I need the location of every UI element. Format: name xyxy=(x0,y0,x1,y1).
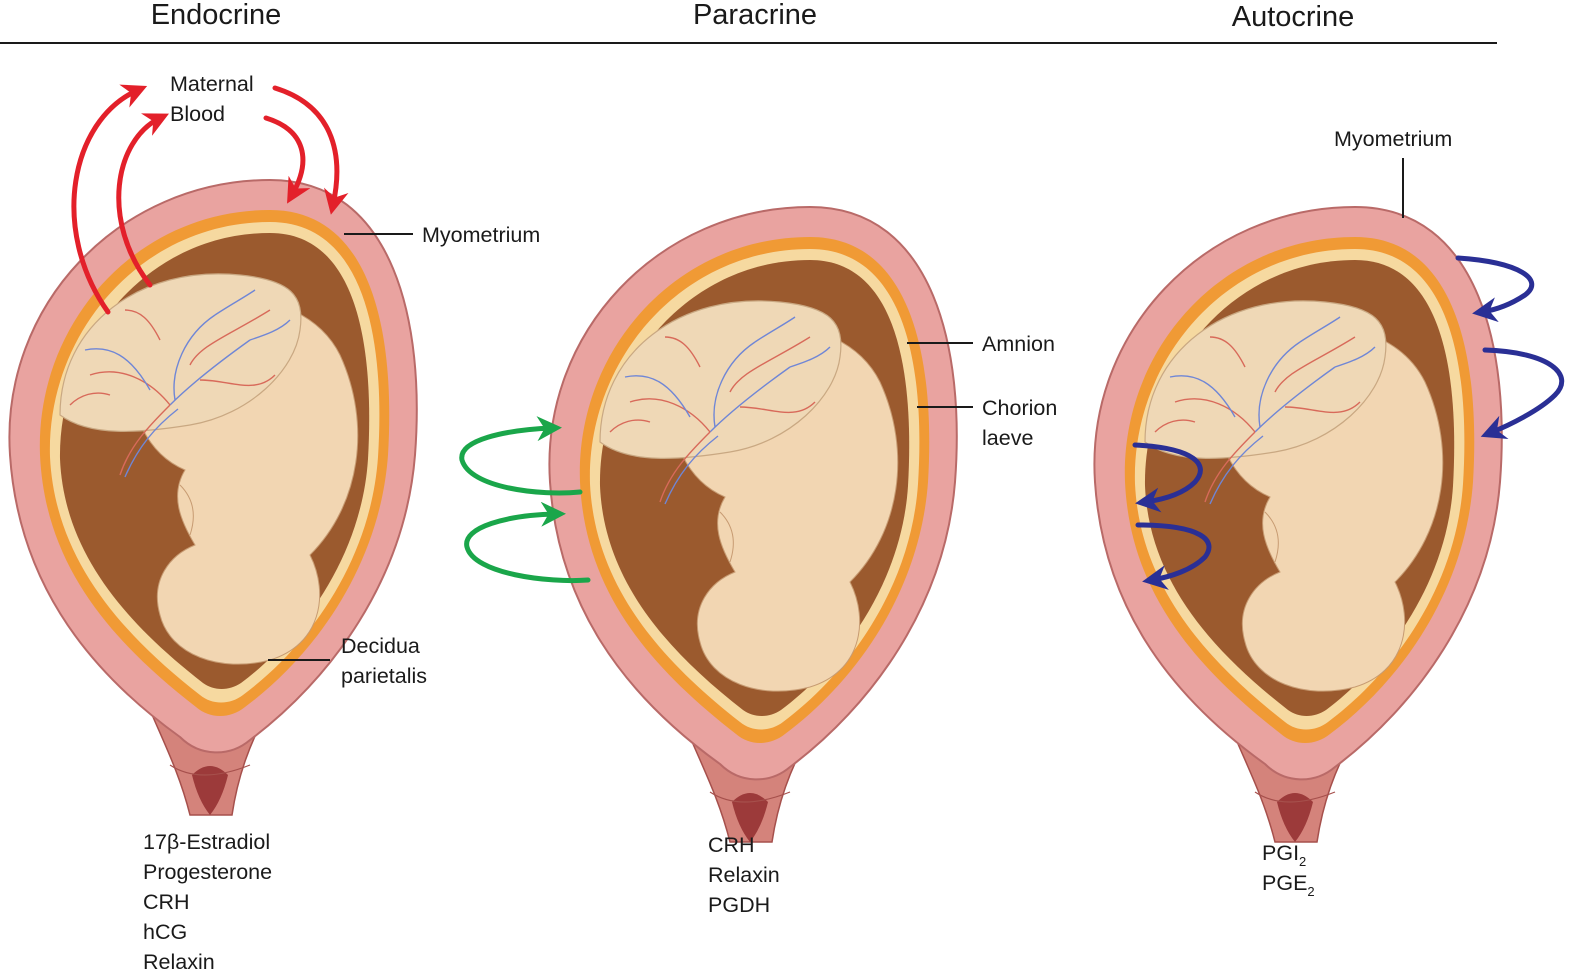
autocrine-item-base: PGE xyxy=(1262,871,1307,895)
paracrine-item: Relaxin xyxy=(708,863,780,887)
label-decidua: Decidua xyxy=(341,634,420,658)
autocrine-arrows xyxy=(1132,255,1565,590)
blue-arrow-1 xyxy=(1455,255,1534,323)
label-parietalis: parietalis xyxy=(341,664,427,688)
autocrine-item-base: PGI xyxy=(1262,841,1299,865)
header-autocrine: Autocrine xyxy=(1232,1,1355,33)
autocrine-item: PGE2 xyxy=(1262,871,1315,899)
paracrine-arrows xyxy=(459,416,591,583)
endocrine-arrows xyxy=(71,84,349,315)
red-arrow-in-2 xyxy=(263,115,311,204)
endocrine-item: hCG xyxy=(143,920,187,944)
paracrine-list: CRH Relaxin PGDH xyxy=(708,833,780,917)
autocrine-list: PGI2 PGE2 xyxy=(1262,841,1315,899)
red-arrow-in-1 xyxy=(272,85,349,215)
uterus-endocrine xyxy=(8,179,418,816)
header-paracrine: Paracrine xyxy=(693,0,817,31)
autocrine-item: PGI2 xyxy=(1262,841,1306,869)
blue-arrow-3 xyxy=(1132,442,1203,513)
endocrine-list: 17β-Estradiol Progesterone CRH hCG Relax… xyxy=(143,830,272,974)
endocrine-item: Relaxin xyxy=(143,950,215,974)
endocrine-item: CRH xyxy=(143,890,190,914)
endocrine-item: Progesterone xyxy=(143,860,272,884)
label-laeve: laeve xyxy=(982,426,1033,450)
header-endocrine: Endocrine xyxy=(151,0,282,31)
label-myometrium-left: Myometrium xyxy=(422,223,540,247)
label-chorion: Chorion xyxy=(982,396,1057,420)
autocrine-item-sub: 2 xyxy=(1307,884,1314,899)
paracrine-item: PGDH xyxy=(708,893,770,917)
endocrine-item: 17β-Estradiol xyxy=(143,830,270,854)
blue-arrow-2 xyxy=(1480,347,1565,440)
label-myometrium-right: Myometrium xyxy=(1334,127,1452,151)
red-arrow-out-2 xyxy=(116,113,169,288)
label-blood: Blood xyxy=(170,102,225,126)
green-arrow-1 xyxy=(459,416,583,496)
label-amnion: Amnion xyxy=(982,332,1055,356)
red-arrow-out-1 xyxy=(71,84,148,315)
autocrine-item-sub: 2 xyxy=(1299,854,1306,869)
uterus-paracrine xyxy=(548,206,958,843)
label-maternal: Maternal xyxy=(170,72,254,96)
paracrine-item: CRH xyxy=(708,833,755,857)
blue-arrow-4 xyxy=(1135,522,1212,590)
green-arrow-2 xyxy=(464,501,591,583)
